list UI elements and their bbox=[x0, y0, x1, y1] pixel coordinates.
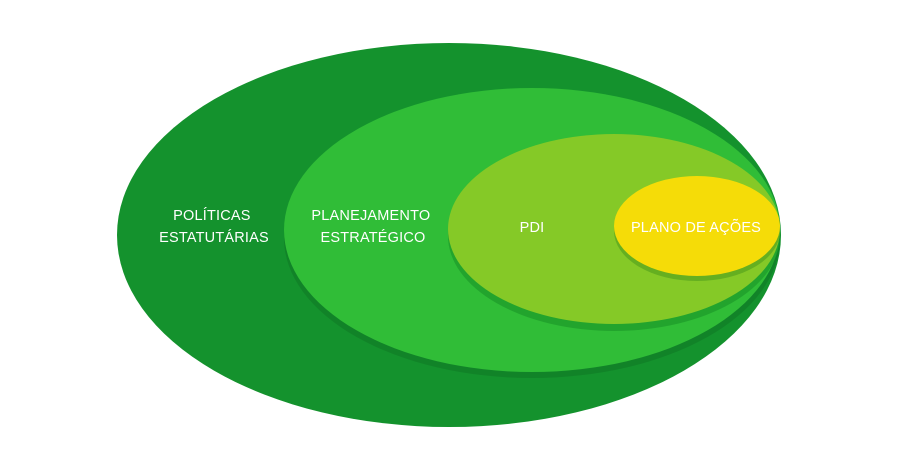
level-plano-de-acoes: PLANO DE AÇÕES bbox=[614, 176, 780, 281]
label-politicas: POLÍTICAS ESTATUTÁRIAS bbox=[159, 207, 269, 246]
ellipse-plano-de-acoes bbox=[614, 176, 780, 276]
label-pdi: PDI bbox=[520, 220, 545, 236]
label-plano-de-acoes: PLANO DE AÇÕES bbox=[631, 219, 761, 236]
label-planejamento: PLANEJAMENTO ESTRATÉGICO bbox=[311, 208, 434, 246]
